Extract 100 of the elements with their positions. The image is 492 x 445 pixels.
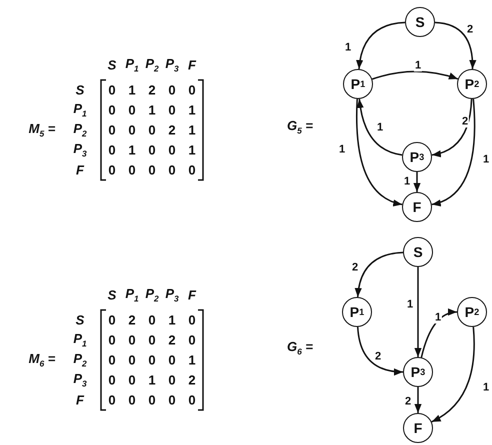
matrix-entry: 0 bbox=[128, 104, 136, 116]
arrow bbox=[414, 387, 422, 413]
row-header: P$_{2}$ bbox=[73, 122, 87, 138]
edge-label: 1 bbox=[482, 382, 490, 394]
column-header: P$_{3}$ bbox=[165, 286, 179, 304]
edge-label: 1 bbox=[434, 312, 442, 324]
column-header: P$_{1}$ bbox=[125, 56, 139, 74]
edge-label: 1 bbox=[402, 176, 412, 188]
matrix-entry: 2 bbox=[128, 314, 136, 326]
matrix-name: M$_{6}$ = bbox=[28, 352, 56, 368]
arrow bbox=[420, 309, 458, 358]
arrow bbox=[356, 98, 402, 156]
matrix-entry: 0 bbox=[128, 334, 136, 346]
matrix-entry: 0 bbox=[188, 314, 196, 326]
column-header: S bbox=[108, 288, 116, 302]
edge-label: 2 bbox=[460, 116, 470, 128]
matrix-entry: 0 bbox=[168, 84, 176, 96]
graph-name: G$_{5}$ = bbox=[286, 118, 314, 136]
matrix-entry: 0 bbox=[128, 164, 136, 176]
matrix-entry: 1 bbox=[148, 374, 156, 386]
matrix-entry: 0 bbox=[128, 374, 136, 386]
column-header: F bbox=[188, 58, 196, 72]
arrow bbox=[356, 22, 406, 70]
matrix-entry: 0 bbox=[108, 84, 116, 96]
matrix-entry: 0 bbox=[148, 394, 156, 406]
state-circle: S bbox=[403, 237, 433, 267]
row-header: S bbox=[76, 84, 84, 96]
matrix-entry: 1 bbox=[128, 84, 136, 96]
matrix-entry: 0 bbox=[108, 314, 116, 326]
row-header: P$_{2}$ bbox=[73, 352, 87, 368]
matrix-entry: 2 bbox=[188, 374, 196, 386]
matrix-entry: 0 bbox=[168, 394, 176, 406]
arrow bbox=[431, 326, 475, 422]
matrix-entry: 0 bbox=[148, 354, 156, 366]
matrix-entry: 0 bbox=[188, 394, 196, 406]
matrix-entry: 1 bbox=[168, 314, 176, 326]
row-header: S bbox=[76, 314, 84, 326]
row-header: P$_{3}$ bbox=[73, 372, 87, 388]
matrix-entry: 2 bbox=[168, 124, 176, 136]
matrix-entry: 1 bbox=[148, 104, 156, 116]
matrix-entry: 0 bbox=[108, 104, 116, 116]
column-header: P$_{3}$ bbox=[165, 56, 179, 74]
edge-label: 2 bbox=[374, 352, 382, 362]
arrow bbox=[432, 98, 472, 157]
matrix-entry: 0 bbox=[128, 124, 136, 136]
matrix-entry: 0 bbox=[108, 334, 116, 346]
matrix-entry: 0 bbox=[148, 124, 156, 136]
edge-label: 2 bbox=[404, 396, 412, 408]
matrix-entry: 0 bbox=[108, 124, 116, 136]
edge-label: 1 bbox=[376, 122, 384, 134]
matrix-entry: 0 bbox=[108, 354, 116, 366]
matrix-entry: 0 bbox=[128, 354, 136, 366]
arrow bbox=[356, 98, 402, 206]
matrix-entry: 1 bbox=[188, 354, 196, 366]
arrow bbox=[357, 326, 404, 376]
matrix-entry: 0 bbox=[188, 334, 196, 346]
arrow bbox=[434, 22, 476, 70]
matrix-entry: 1 bbox=[188, 124, 196, 136]
edge-label: 1 bbox=[406, 300, 414, 310]
matrix-entry: 0 bbox=[128, 394, 136, 406]
matrix-entry: 0 bbox=[168, 354, 176, 366]
column-header: F bbox=[188, 288, 196, 302]
column-header: P$_{1}$ bbox=[125, 286, 139, 304]
row-header: P$_{3}$ bbox=[73, 142, 87, 158]
arrow bbox=[413, 172, 421, 192]
row-header: F bbox=[76, 164, 84, 176]
matrix-entry: 0 bbox=[188, 84, 196, 96]
row-header: P$_{1}$ bbox=[73, 332, 87, 348]
row-header: F bbox=[76, 394, 84, 406]
row-header: P$_{1}$ bbox=[73, 102, 87, 118]
matrix-entry: 0 bbox=[148, 164, 156, 176]
column-header: P$_{2}$ bbox=[145, 56, 159, 74]
matrix-entry: 0 bbox=[168, 374, 176, 386]
matrix-entry: 2 bbox=[148, 84, 156, 96]
graph-name: G$_{6}$ = bbox=[286, 340, 314, 356]
state-circle: F bbox=[402, 192, 432, 222]
edge-label: 1 bbox=[344, 42, 352, 54]
state-circle: S bbox=[405, 7, 435, 37]
column-header: S bbox=[108, 58, 116, 72]
edge-label: 1 bbox=[414, 60, 422, 72]
matrix-entry: 1 bbox=[128, 144, 136, 156]
edge-label: 1 bbox=[482, 154, 490, 166]
matrix-entry: 0 bbox=[108, 374, 116, 386]
matrix-entry: 0 bbox=[108, 144, 116, 156]
edge-label: 2 bbox=[466, 24, 474, 36]
matrix-entry: 0 bbox=[108, 394, 116, 406]
edge-label: 2 bbox=[350, 262, 360, 274]
matrix-name: M$_{5}$ = bbox=[28, 122, 56, 138]
matrix-entry: 0 bbox=[168, 164, 176, 176]
matrix-entry: 0 bbox=[108, 164, 116, 176]
matrix-entry: 1 bbox=[188, 144, 196, 156]
state-circle: F bbox=[403, 413, 433, 443]
matrix-entry: 1 bbox=[188, 104, 196, 116]
matrix-entry: 0 bbox=[148, 334, 156, 346]
column-header: P$_{2}$ bbox=[145, 286, 159, 304]
matrix-entry: 0 bbox=[188, 164, 196, 176]
arrow bbox=[355, 252, 404, 298]
matrix-entry: 0 bbox=[148, 314, 156, 326]
matrix-entry: 0 bbox=[148, 144, 156, 156]
arrow bbox=[414, 267, 422, 357]
